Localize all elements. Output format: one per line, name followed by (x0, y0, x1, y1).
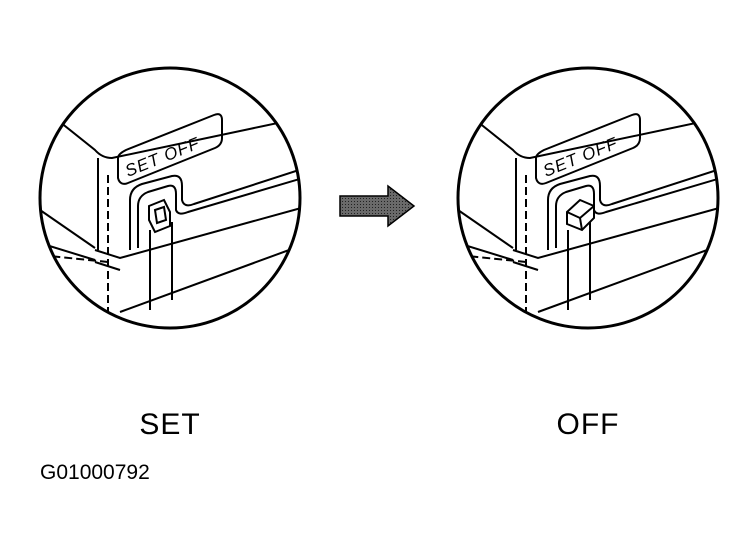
off-detail-circle (456, 66, 720, 330)
off-detail-view: SET OFF (456, 66, 720, 330)
off-caption: OFF (556, 408, 620, 441)
set-detail-circle (38, 66, 302, 330)
set-caption: SET (139, 408, 201, 441)
figure-id-label: G01000792 (40, 461, 150, 484)
right-arrow-icon (339, 184, 416, 228)
set-detail-view: SET OFF (38, 66, 302, 330)
